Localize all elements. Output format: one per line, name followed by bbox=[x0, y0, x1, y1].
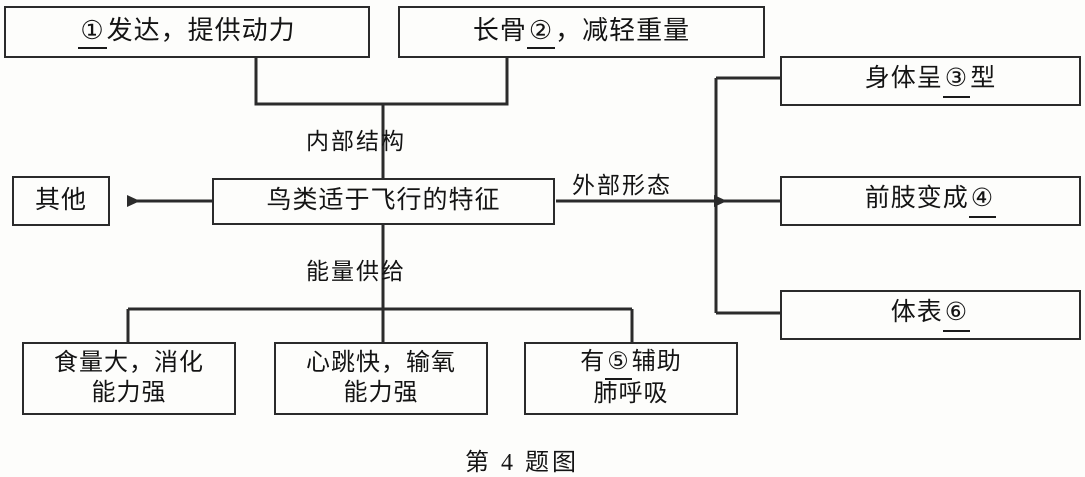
figure-caption: 第 4 题图 bbox=[465, 450, 579, 476]
node-eating-line2: 能力强 bbox=[91, 379, 167, 406]
node-eating: 食量大，消化能力强 bbox=[22, 342, 236, 415]
node-lung-prefix: 有 bbox=[580, 348, 606, 375]
node-body-prefix: 身体呈 bbox=[864, 65, 943, 93]
node-muscle-suffix: 发达，提供动力 bbox=[106, 15, 296, 45]
node-heartbeat-line1: 心跳快，输氧 bbox=[306, 350, 456, 377]
node-body-shape: 身体呈③型 bbox=[780, 56, 1081, 106]
edge-label-energy-supply: 能量供给 bbox=[306, 259, 406, 284]
blank-1: ① bbox=[78, 15, 107, 50]
node-forelimb: 前肢变成④ bbox=[780, 176, 1081, 226]
edge-label-internal-structure: 内部结构 bbox=[306, 129, 406, 154]
node-muscle: ①发达，提供动力 bbox=[4, 6, 370, 58]
node-heartbeat-line2: 能力强 bbox=[343, 379, 419, 406]
blank-6: ⑥ bbox=[942, 298, 971, 332]
node-center-topic: 鸟类适于飞行的特征 bbox=[212, 178, 555, 225]
node-body-surface: 体表⑥ bbox=[780, 290, 1081, 340]
blank-3: ③ bbox=[942, 64, 971, 98]
blank-2: ② bbox=[526, 15, 556, 50]
node-bone-prefix: 长骨 bbox=[472, 15, 527, 45]
node-lung-suffix: 辅助 bbox=[631, 348, 682, 375]
node-heartbeat: 心跳快，输氧能力强 bbox=[274, 342, 488, 415]
node-surface-prefix: 体表 bbox=[890, 299, 943, 327]
node-bone-suffix: ，减轻重量 bbox=[555, 15, 691, 45]
edge-label-external-form: 外部形态 bbox=[572, 173, 672, 198]
node-other-label: 其他 bbox=[34, 186, 87, 214]
node-body-suffix: 型 bbox=[970, 65, 997, 93]
node-center-label: 鸟类适于飞行的特征 bbox=[266, 187, 501, 215]
node-other: 其他 bbox=[12, 176, 110, 226]
node-lung-breathing: 有⑤辅助肺呼吸 bbox=[524, 342, 738, 415]
node-lung-line2: 肺呼吸 bbox=[593, 381, 669, 407]
node-forelimb-prefix: 前肢变成 bbox=[864, 185, 969, 213]
blank-4: ④ bbox=[968, 184, 997, 218]
node-eating-line1: 食量大，消化 bbox=[54, 350, 204, 377]
node-bone: 长骨②，减轻重量 bbox=[398, 6, 765, 58]
blank-5: ⑤ bbox=[605, 348, 632, 380]
